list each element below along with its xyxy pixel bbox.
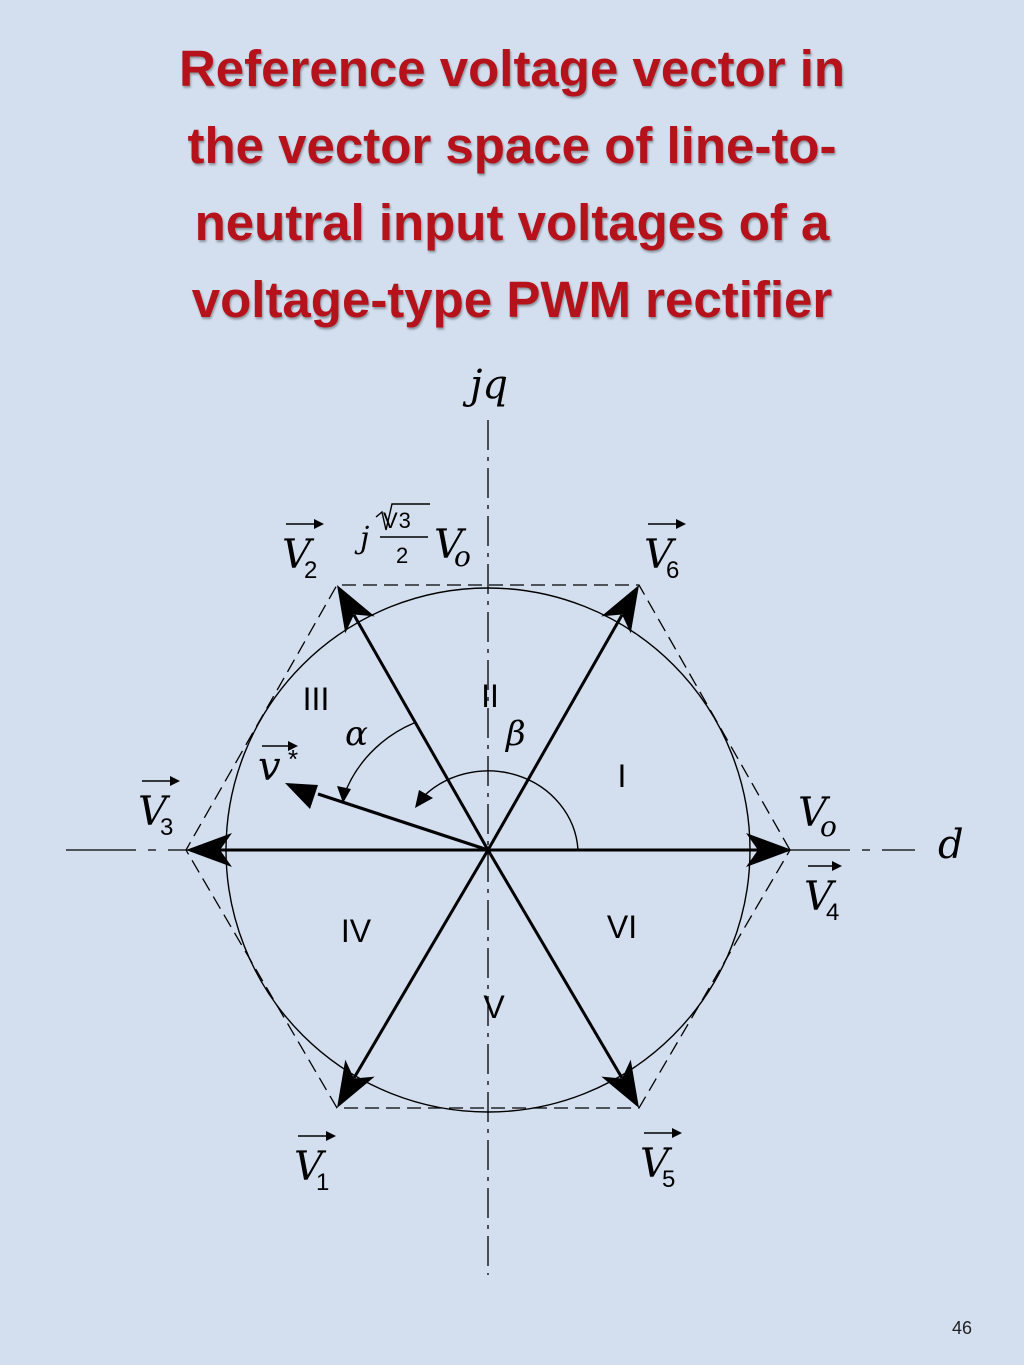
label-v5: V 5 — [640, 1128, 682, 1193]
svg-text:*: * — [288, 744, 298, 774]
svg-text:v: v — [258, 744, 281, 790]
svg-text:V: V — [282, 532, 315, 578]
svg-text:V3: V3 — [383, 508, 412, 533]
vector-v4 — [488, 833, 792, 867]
alpha-label: α — [345, 714, 368, 754]
page-number: 46 — [951, 1318, 972, 1338]
sector-label-V: V — [483, 989, 505, 1025]
svg-text:V: V — [640, 1141, 673, 1187]
svg-text:2: 2 — [304, 557, 317, 584]
label-reference-vector: v * — [258, 741, 298, 790]
vector-v3 — [186, 833, 488, 867]
beta-label: β — [504, 714, 526, 754]
svg-text:5: 5 — [662, 1166, 675, 1193]
slide-title: Reference voltage vector in the vector s… — [0, 30, 1024, 338]
vector-v6 — [486, 576, 654, 851]
vector-v5 — [486, 849, 654, 1117]
beta-angle-arc — [419, 770, 579, 851]
svg-text:V: V — [798, 790, 831, 836]
sector-label-IV: IV — [341, 913, 372, 949]
svg-text:6: 6 — [666, 557, 679, 584]
label-v1: V 1 — [294, 1131, 336, 1196]
title-line: neutral input voltages of a — [194, 194, 830, 251]
label-v4: V 4 — [804, 861, 842, 926]
vector-v1 — [322, 849, 490, 1117]
title-line: the vector space of line-to- — [187, 117, 837, 174]
label-v2: V 2 — [282, 519, 324, 584]
svg-text:V: V — [138, 789, 171, 835]
svg-text:V: V — [804, 874, 837, 920]
svg-text:V: V — [434, 522, 467, 568]
label-v6: V 6 — [644, 519, 686, 584]
beta-arc-arrowhead — [415, 790, 433, 808]
svg-text:1: 1 — [316, 1169, 329, 1196]
label-apothem: j V3 2 V o — [354, 503, 471, 573]
svg-text:4: 4 — [826, 899, 839, 926]
alpha-angle-arc — [342, 722, 415, 799]
d-axis-label: d — [938, 822, 964, 868]
svg-text:j: j — [354, 521, 369, 556]
reference-vector-line — [317, 792, 489, 852]
alpha-arc-arrowhead — [337, 786, 351, 803]
sector-label-II: II — [481, 678, 499, 714]
vector-v2 — [322, 576, 490, 851]
svg-text:V: V — [294, 1144, 327, 1190]
svg-text:3: 3 — [160, 814, 173, 841]
title-line: Reference voltage vector in — [178, 40, 846, 97]
svg-text:o: o — [454, 540, 471, 573]
svg-text:V: V — [644, 532, 677, 578]
sector-label-I: I — [618, 758, 627, 794]
jq-axis-label: jq — [462, 362, 508, 408]
sector-label-III: III — [303, 681, 330, 717]
svg-text:o: o — [820, 810, 837, 843]
label-v3: V 3 — [138, 776, 180, 841]
reference-vector-arrowhead — [285, 783, 318, 809]
label-vo-magnitude: V o — [798, 790, 837, 843]
sector-label-VI: VI — [607, 909, 637, 945]
svg-text:2: 2 — [396, 543, 408, 568]
title-line: voltage-type PWM rectifier — [191, 271, 833, 328]
